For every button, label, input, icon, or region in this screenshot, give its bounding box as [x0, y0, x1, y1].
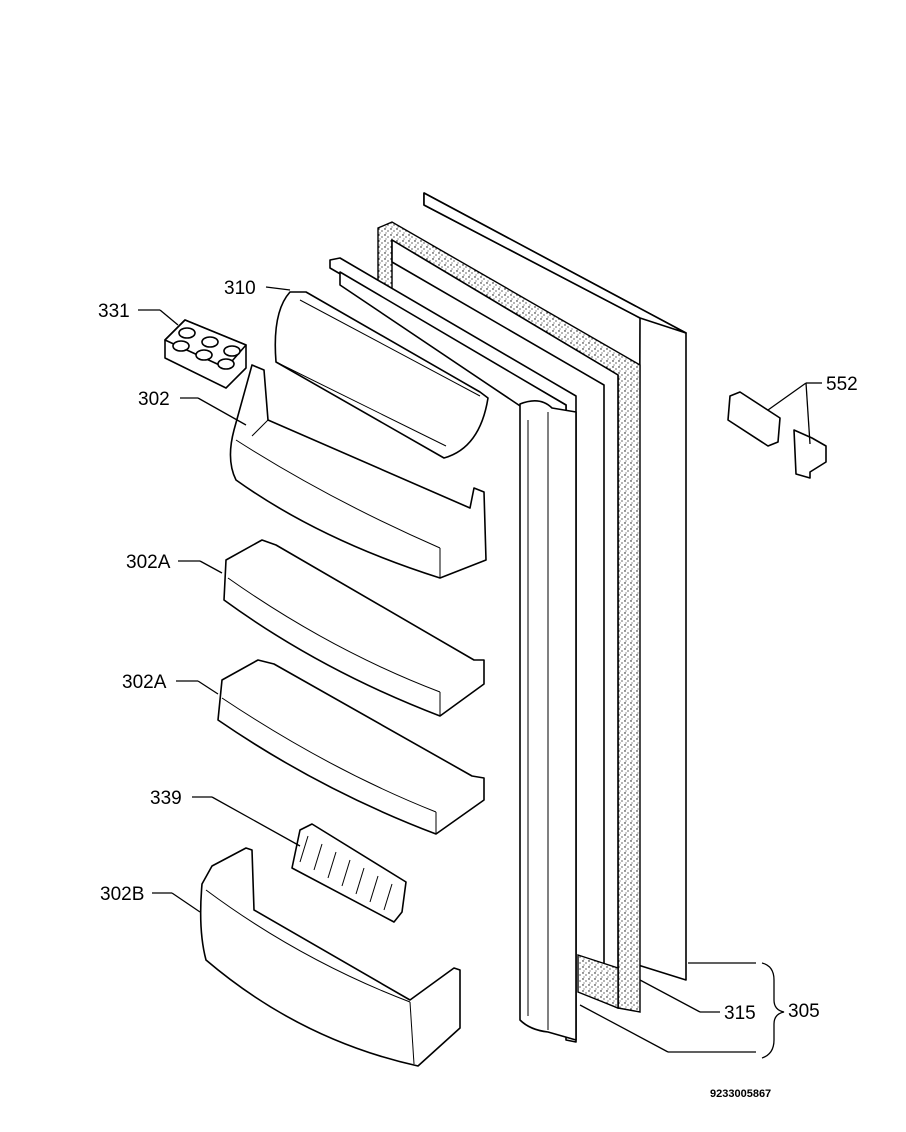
- callout-310: 310: [224, 278, 256, 299]
- callout-302b: 302B: [100, 884, 144, 905]
- door-shelf-large: [229, 364, 487, 579]
- leader-lines: [138, 286, 822, 1059]
- callout-339: 339: [150, 788, 182, 809]
- door-inner-liner: [329, 257, 577, 1043]
- egg-tray: [164, 319, 247, 389]
- door-shelf-medium-2: [217, 659, 485, 835]
- callout-331: 331: [98, 301, 130, 322]
- callout-552: 552: [826, 374, 858, 395]
- callout-302: 302: [138, 389, 170, 410]
- callout-labels: 331 310 302 302A 302A 339 302B 552 315 3…: [98, 278, 858, 1100]
- callout-315: 315: [724, 1003, 756, 1024]
- door-shelf-medium-1: [223, 539, 485, 717]
- hinge-brackets: [727, 391, 827, 479]
- door-gasket: [377, 221, 641, 1013]
- dairy-compartment-lid: [274, 291, 489, 459]
- bottle-retainer: [291, 823, 407, 923]
- callout-302a-upper: 302A: [126, 552, 171, 573]
- callout-302a-lower: 302A: [122, 672, 167, 693]
- callout-305: 305: [788, 1001, 820, 1022]
- door-shelf-bottom: [199, 847, 461, 1067]
- document-number: 9233005867: [710, 1088, 771, 1100]
